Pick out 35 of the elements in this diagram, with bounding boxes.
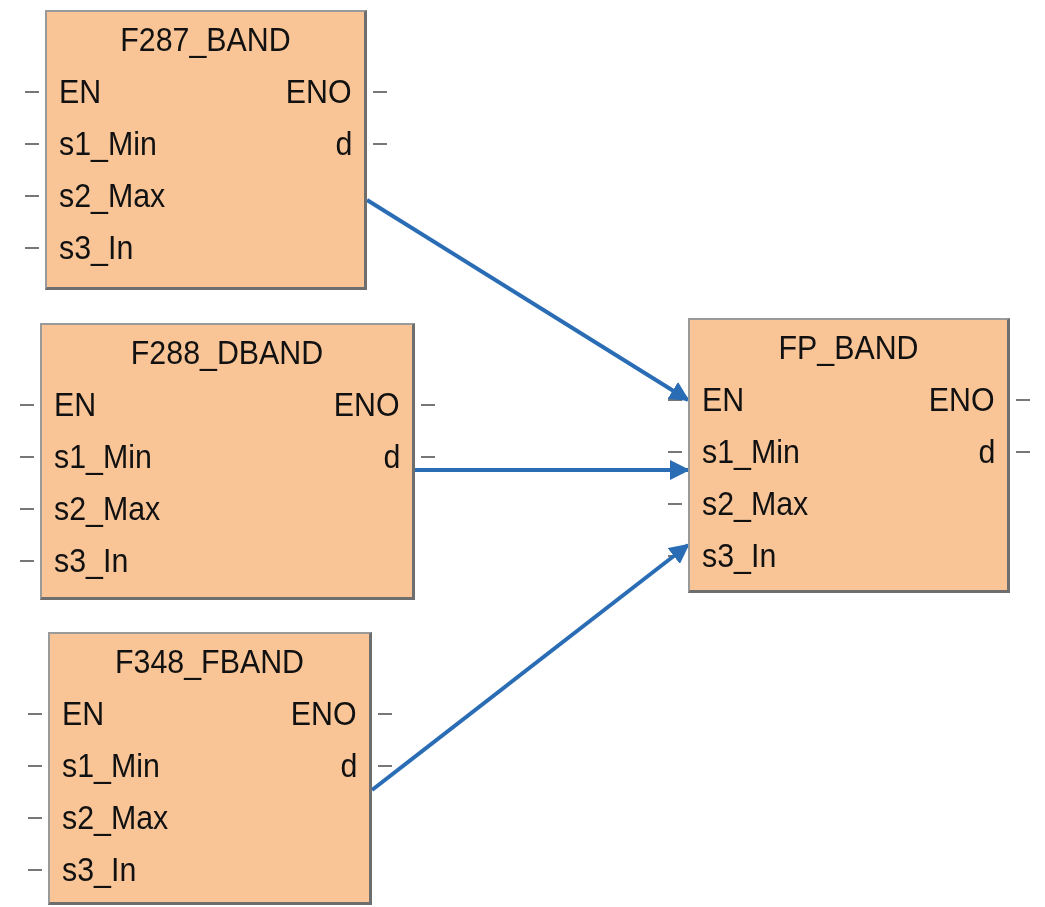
function-block — [688, 318, 1010, 593]
block-title: F287_BAND — [119, 20, 292, 60]
pin-label: ENO — [291, 694, 357, 734]
pin-label: s2_Max — [54, 489, 161, 529]
pin-label: s3_In — [702, 536, 777, 576]
pin-label: d — [978, 432, 995, 472]
pin-label: EN — [54, 385, 97, 425]
pin-label: d — [340, 746, 357, 786]
pin-label: EN — [59, 72, 102, 112]
block-title: F348_FBAND — [114, 642, 305, 682]
pin-label: ENO — [929, 380, 995, 420]
arrow — [365, 198, 690, 402]
function-block — [45, 10, 367, 290]
pin-label: s2_Max — [59, 176, 166, 216]
pin-label: d — [383, 437, 400, 477]
pin-label: EN — [702, 380, 745, 420]
pin-label: d — [335, 124, 352, 164]
function-block — [48, 632, 372, 905]
pin-label: s3_In — [59, 228, 134, 268]
pin-label: s1_Min — [59, 124, 157, 164]
pin-label: s2_Max — [62, 798, 169, 838]
pin-label: s3_In — [54, 541, 129, 581]
pin-label: EN — [62, 694, 105, 734]
pin-label: s3_In — [62, 850, 137, 890]
pin-label: ENO — [286, 72, 352, 112]
arrow — [370, 543, 690, 792]
pin-label: s1_Min — [702, 432, 800, 472]
pin-label: s1_Min — [54, 437, 152, 477]
block-title: F288_DBAND — [129, 333, 325, 373]
function-block — [40, 323, 415, 600]
pin-label: s1_Min — [62, 746, 160, 786]
pin-label: s2_Max — [702, 484, 809, 524]
arrow — [415, 460, 690, 480]
pin-label: ENO — [334, 385, 400, 425]
block-title: FP_BAND — [777, 328, 920, 368]
